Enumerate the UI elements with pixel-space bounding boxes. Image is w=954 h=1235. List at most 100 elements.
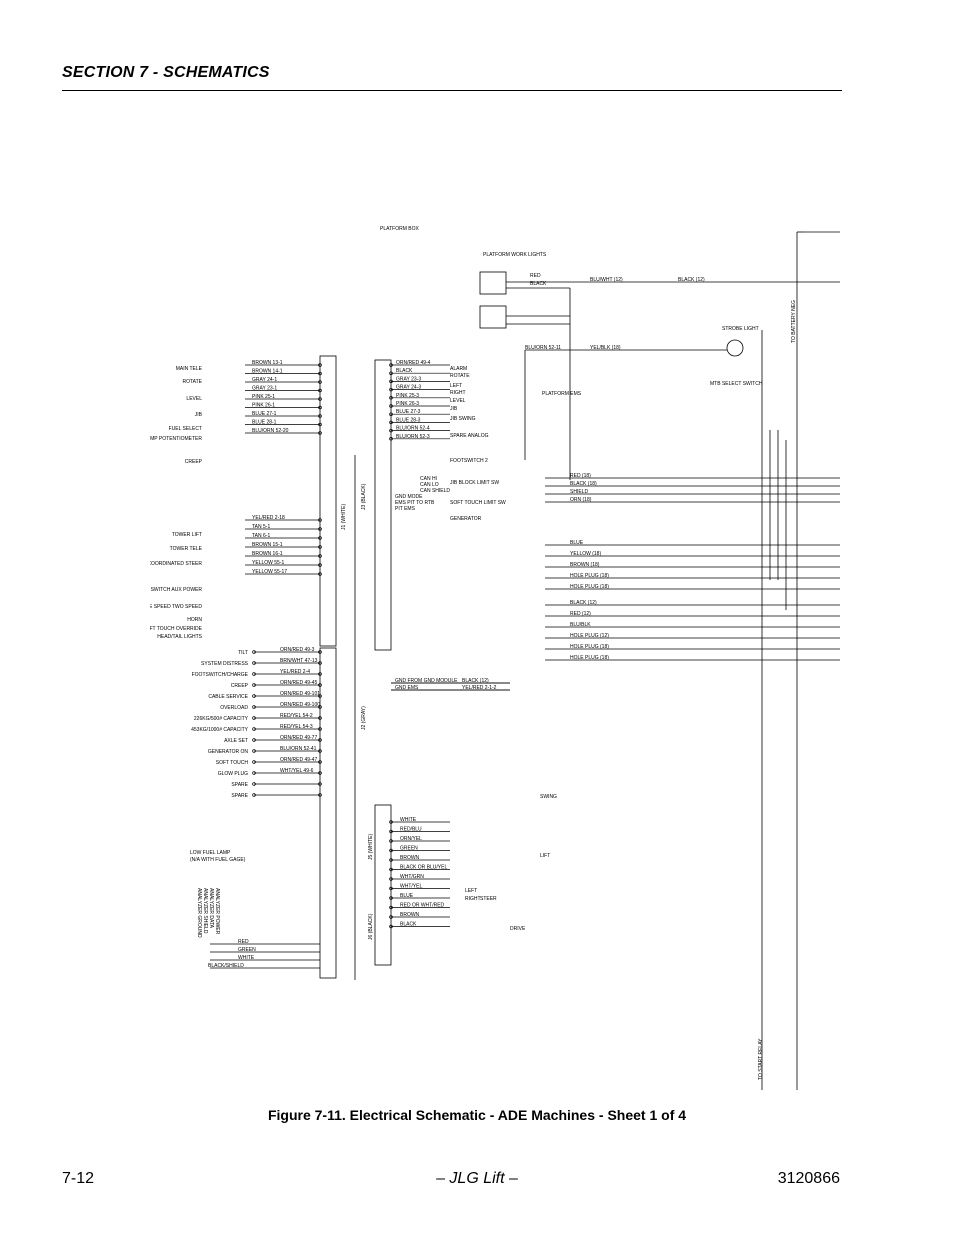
j2-function-label: SPARE: [231, 793, 248, 799]
j1-function-label: HEAD/TAIL LIGHTS: [157, 634, 202, 640]
j3-pin: [389, 420, 393, 425]
can-label: CAN HI: [420, 476, 437, 482]
j1-wire-label: BROWN 16-1: [252, 551, 283, 557]
j2-wire-label: ORN/RED 49-101: [280, 691, 320, 697]
j1-function-label: HORN: [187, 617, 202, 623]
footer-publisher: – JLG Lift –: [436, 1170, 518, 1187]
j3-wire-label: GRAY 24-3: [396, 385, 421, 391]
j2-wire-label: BLU/ORN 52-41: [280, 746, 317, 752]
j1-wire-label: BLU/ORN 52-20: [252, 428, 289, 434]
fuel-gage-note: (N/A WITH FUEL GAGE): [190, 857, 246, 863]
platform-box-label: PLATFORM BOX: [380, 226, 419, 232]
j2-terminal: [252, 727, 256, 731]
j5-pin: [389, 924, 393, 929]
j2-pin: [318, 727, 322, 731]
j5-pin: [389, 858, 393, 862]
j5-pin: [389, 896, 393, 900]
j5-wire-label: BROWN: [400, 855, 420, 861]
j2-wire-label: ORN/RED 49-3: [280, 647, 315, 653]
j1-pin: [318, 422, 322, 427]
j2-pin: [318, 749, 322, 753]
j5-pin: [389, 829, 393, 834]
harness-wire-label: RED (18): [570, 473, 591, 479]
j1-pin: [318, 397, 322, 401]
j2-terminal: [252, 705, 256, 709]
j5-function-label: SWING: [540, 794, 557, 800]
j1-function-label: ENGINE SPEED TWO SPEED: [150, 604, 202, 610]
j3-pin: [389, 404, 393, 408]
j1-wire-label: BLUE 27-1: [252, 411, 277, 417]
j5-pin: [389, 867, 393, 872]
j5-function-label: LEFT: [465, 888, 477, 894]
j2-pin: [318, 716, 322, 720]
j3-wire-label: BLUE 28-3: [396, 417, 421, 423]
j1-pin: [318, 363, 322, 367]
j2-function-label: 453KG/1000# CAPACITY: [191, 727, 249, 733]
j3-function-label: LEVEL: [450, 398, 466, 404]
j1-pin: [318, 414, 322, 418]
j1-pin: [318, 518, 322, 522]
j1-wire-label: PINK 26-1: [252, 403, 275, 409]
light-wire-label: BLACK (12): [678, 277, 705, 283]
j3-function-label: LEFT: [450, 383, 462, 389]
j2-function-label: FOOTSWITCH/CHARGE: [192, 672, 249, 678]
work-lights-label: PLATFORM WORK LIGHTS: [483, 252, 547, 258]
j3-pin: [389, 428, 393, 433]
low-fuel-lamp-label: LOW FUEL LAMP: [190, 850, 231, 856]
j2-terminal: [252, 694, 256, 698]
harness-wire-label: HOLE PLUG (18): [570, 644, 609, 650]
j2-wire-label: BRN/WHT 47-13: [280, 658, 318, 664]
j3-function-label: RIGHT: [450, 390, 466, 396]
j3-wire-label: PINK 26-3: [396, 401, 419, 407]
j1-pin: [318, 388, 322, 393]
j1-function-label: START SWITCH AUX POWER: [150, 587, 202, 593]
harness-wire-label: BLU/BLK: [570, 622, 591, 628]
j2-terminal: [252, 661, 256, 665]
can-label: EMS PIT TO RTB: [395, 500, 435, 506]
strobe-light-label: STROBE LIGHT: [722, 326, 759, 332]
light-wire-label: BLACK: [530, 281, 547, 287]
j1-function-label: JIB: [195, 412, 203, 418]
j5-wire-label: WHT/YEL: [400, 884, 422, 890]
j2-terminal: [252, 782, 256, 786]
j3-wire-label: PINK 25-3: [396, 393, 419, 399]
j1-function-label: SOFT TOUCH OVERRIDE: [150, 626, 203, 632]
j2-terminal: [252, 650, 256, 654]
j1-function-label: CRAB STEER COORDINATED STEER: [150, 561, 202, 567]
j5-connector-body: [374, 804, 392, 966]
harness-wire-label: BLACK (18): [570, 481, 597, 487]
j5-wire-label: RED OR WHT/RED: [400, 903, 445, 909]
j1-pin: [318, 371, 322, 376]
j5-wire-label: WHT/GRN: [400, 874, 424, 880]
j1-wire-label: GRAY 23-1: [252, 386, 277, 392]
j2-pin: [318, 650, 322, 654]
j1-pin: [318, 527, 322, 531]
j2-pin: [318, 661, 322, 665]
j1-pin: [318, 554, 322, 558]
to-battery-label: TO BATTERY NEG: [791, 300, 797, 343]
can-label: CAN LO: [420, 482, 439, 488]
j5-wire-label: WHITE: [400, 817, 417, 823]
j3-function-label: JIB BLOCK LIMIT SW: [450, 480, 499, 486]
electrical-schematic: PLATFORM BOX PLATFORM WORK LIGHTS STROBE L…: [150, 220, 840, 1090]
j2-function-label: SYSTEM DISTRESS: [201, 661, 249, 667]
j2-function-label: OVERLOAD: [220, 705, 248, 711]
j2-pin: [318, 672, 322, 676]
j3-function-label: SOFT TOUCH LIMIT SW: [450, 500, 506, 506]
j1-wire-label: TAN 6-1: [252, 533, 270, 539]
j3-connector-body: [374, 359, 392, 651]
analyzer-wire-label: WHITE: [238, 955, 255, 961]
j5-pin: [389, 886, 393, 891]
j1-wire-label: BROWN 13-1: [252, 360, 283, 366]
j3-function-label: JIB SWING: [450, 416, 476, 422]
j1-function-label: TOWER TELE: [170, 546, 203, 552]
j2-function-label: GLOW PLUG: [218, 771, 248, 777]
j3-function-label: JIB: [450, 406, 458, 412]
harness-wire-label: HOLE PLUG (12): [570, 633, 609, 639]
harness-wire-label: ORN (18): [570, 497, 592, 503]
j2-function-label: TILT: [238, 650, 248, 656]
j2-terminal: [252, 738, 256, 742]
j2-function-label: AXLE SET: [224, 738, 248, 744]
j2-terminal: [252, 760, 256, 764]
j2-pin: [318, 694, 322, 698]
